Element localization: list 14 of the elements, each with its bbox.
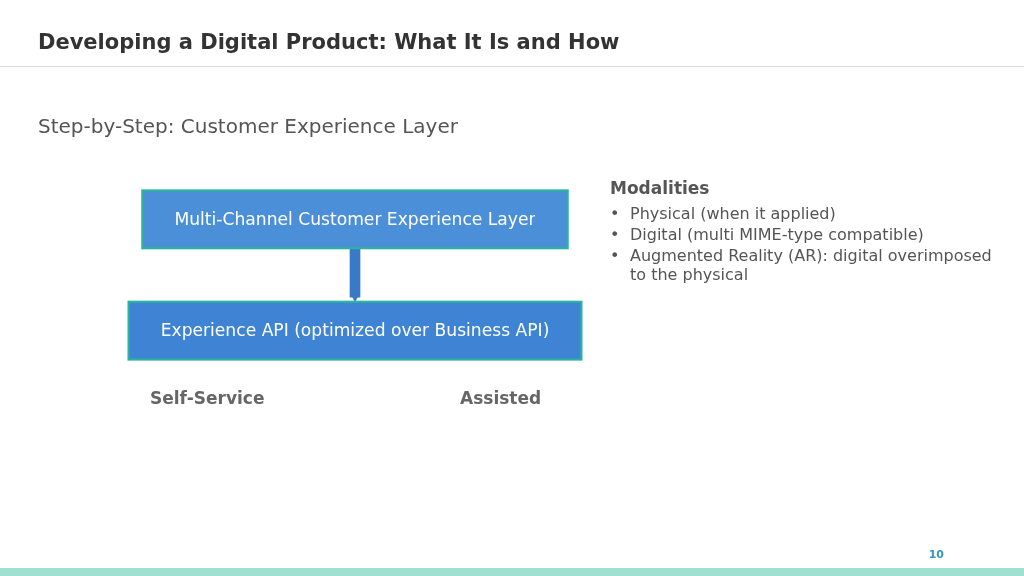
bullet: • [610,246,621,267]
node-box: Experience API (optimized over Business API) [127,300,583,361]
slide-title: Developing a Digital Product: What It Is and How [38,30,620,54]
list-item: Physical (when it applied) [630,204,836,223]
list-item: Augmented Reality (AR): digital overimposed to the physical [630,246,993,284]
list-heading: Modalities [610,178,710,198]
bullet: • [610,225,621,244]
bullet: • [610,204,621,223]
side-label: Assisted [460,388,542,408]
list-item: Digital (multi MIME-type compatible) [630,225,924,244]
node-box: Multi-Channel Customer Experience Layer [141,189,569,250]
slide-subtitle: Step-by-Step: Customer Experience Layer [38,114,458,138]
page-number: 10 [928,548,944,561]
side-label: Self-Service [150,388,265,408]
